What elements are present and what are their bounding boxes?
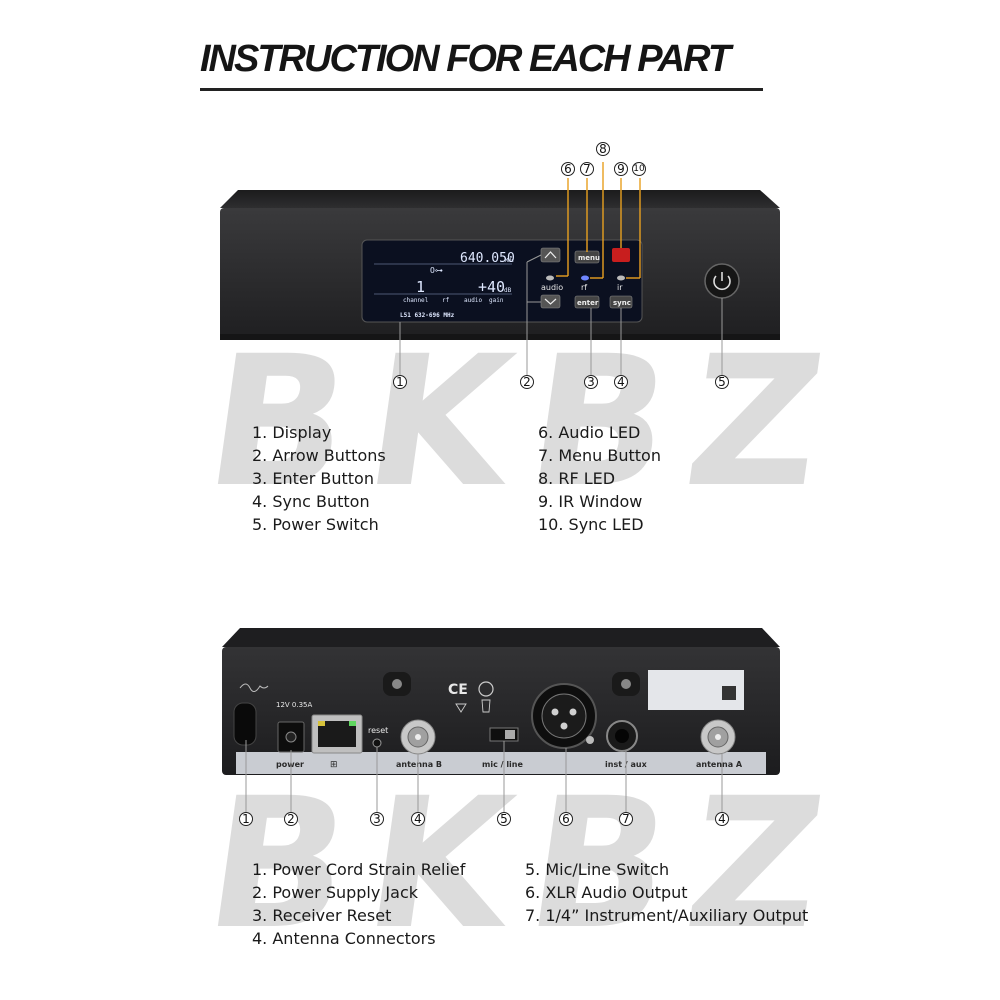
legend-item: 2. Power Supply Jack: [252, 883, 419, 902]
legend-item: 6. XLR Audio Output: [525, 883, 688, 902]
network-icon: ⊞: [330, 760, 338, 770]
legend-item: 9. IR Window: [538, 492, 643, 511]
callout-front-10: 10: [632, 162, 646, 176]
lcd-frequency: 640.050: [460, 251, 515, 266]
legend-item: 8. RF LED: [538, 469, 616, 488]
legend-item: 4. Sync Button: [252, 492, 370, 511]
front-chassis-top: [220, 190, 780, 208]
sync-label: sync: [613, 299, 631, 307]
callout-back-4a: 4: [411, 812, 425, 826]
lcd-gain-unit: dB: [504, 287, 512, 294]
lcd-freq-unit: MHz: [505, 258, 514, 264]
callout-back-1: 1: [239, 812, 253, 826]
ce-mark: CE: [448, 682, 468, 698]
callout-back-2: 2: [284, 812, 298, 826]
power-icon: [713, 275, 731, 291]
label-antenna-b: antenna B: [396, 760, 442, 769]
callout-front-3: 3: [584, 375, 598, 389]
enter-button: [574, 295, 600, 309]
audio-label: audio: [541, 283, 563, 292]
cert-triangle-icon: [455, 703, 467, 713]
callout-front-4: 4: [614, 375, 628, 389]
front-panel-illustration: 640.050 MHz O⊶ 1 +40 dB channel rf audio…: [220, 162, 780, 375]
label-mic-line: mic / line: [482, 760, 523, 769]
callout-front-7: 7: [580, 162, 594, 176]
lcd-label-channel: channel: [403, 297, 429, 304]
title-underline: [200, 88, 763, 91]
brand-logo-icon: [239, 683, 269, 692]
power-cord-strain-relief: [233, 702, 257, 746]
rf-label: rf: [581, 283, 587, 292]
legend-item: 2. Arrow Buttons: [252, 446, 386, 465]
ir-label: ir: [617, 283, 623, 292]
callout-front-5: 5: [715, 375, 729, 389]
label-power: power: [276, 760, 304, 769]
arrow-down-button: [540, 294, 561, 309]
lcd-key-icon: O⊶: [430, 266, 443, 275]
lcd-display: [361, 239, 643, 323]
lcd-band: L51 632-696 MHz: [400, 312, 455, 319]
callout-back-3: 3: [370, 812, 384, 826]
legend-item: 4. Antenna Connectors: [252, 929, 436, 948]
callout-front-8: 8: [596, 142, 610, 156]
audio-led: [546, 275, 554, 281]
legend-item: 7. 1/4” Instrument/Auxiliary Output: [525, 906, 809, 925]
lcd-label-rf: rf: [442, 297, 450, 304]
sync-led: [617, 275, 625, 281]
legend-item: 3. Receiver Reset: [252, 906, 392, 925]
back-label-strip: [236, 752, 766, 774]
back-callout-lines: [245, 740, 723, 812]
callout-back-5: 5: [497, 812, 511, 826]
back-legend-right: 5. Mic/Line Switch 6. XLR Audio Output 7…: [525, 858, 808, 927]
power-rating: 12V 0.35A: [276, 701, 313, 709]
callout-back-7: 7: [619, 812, 633, 826]
back-legend-left: 1. Power Cord Strain Relief 2. Power Sup…: [252, 858, 465, 950]
legend-item: 1. Display: [252, 423, 332, 442]
legend-item: 5. Mic/Line Switch: [525, 860, 670, 879]
callout-back-4b: 4: [715, 812, 729, 826]
legend-item: 10. Sync LED: [538, 515, 644, 534]
legend-item: 7. Menu Button: [538, 446, 661, 465]
arrow-up-button: [540, 247, 561, 263]
ir-window: [612, 248, 630, 262]
receiver-reset-button: [372, 738, 382, 748]
callout-front-2: 2: [520, 375, 534, 389]
callout-front-9: 9: [614, 162, 628, 176]
chevron-down-icon: [544, 298, 557, 305]
label-antenna-a: antenna A: [696, 760, 743, 769]
callout-back-6: 6: [559, 812, 573, 826]
menu-label: menu: [578, 254, 600, 262]
enter-label: enter: [577, 299, 599, 307]
rf-led: [581, 275, 589, 281]
back-chassis-top: [222, 628, 780, 647]
lcd-channel-number: 1: [416, 278, 425, 296]
reset-label: reset: [368, 726, 388, 735]
callout-front-1: 1: [393, 375, 407, 389]
lcd-label-gain: gain: [489, 297, 504, 304]
legend-item: 6. Audio LED: [538, 423, 641, 442]
callout-front-6: 6: [561, 162, 575, 176]
front-legend-left: 1. Display 2. Arrow Buttons 3. Enter But…: [252, 421, 386, 536]
chevron-up-icon: [544, 251, 557, 259]
lcd-label-audio: audio: [464, 297, 482, 304]
front-callout-lines-lower: [399, 254, 723, 375]
back-panel-illustration: 12V 0.35A reset CE power ⊞ antenna B mic…: [222, 628, 780, 812]
legend-item: 1. Power Cord Strain Relief: [252, 860, 466, 879]
page-title: INSTRUCTION FOR EACH PART: [200, 38, 731, 80]
legend-item: 3. Enter Button: [252, 469, 374, 488]
cert-icon: [478, 681, 494, 697]
front-legend-right: 6. Audio LED 7. Menu Button 8. RF LED 9.…: [538, 421, 661, 536]
lcd-gain-value: +40: [478, 278, 505, 296]
weee-bin-icon: [481, 699, 491, 713]
legend-item: 5. Power Switch: [252, 515, 379, 534]
front-callout-lines: [556, 162, 641, 279]
